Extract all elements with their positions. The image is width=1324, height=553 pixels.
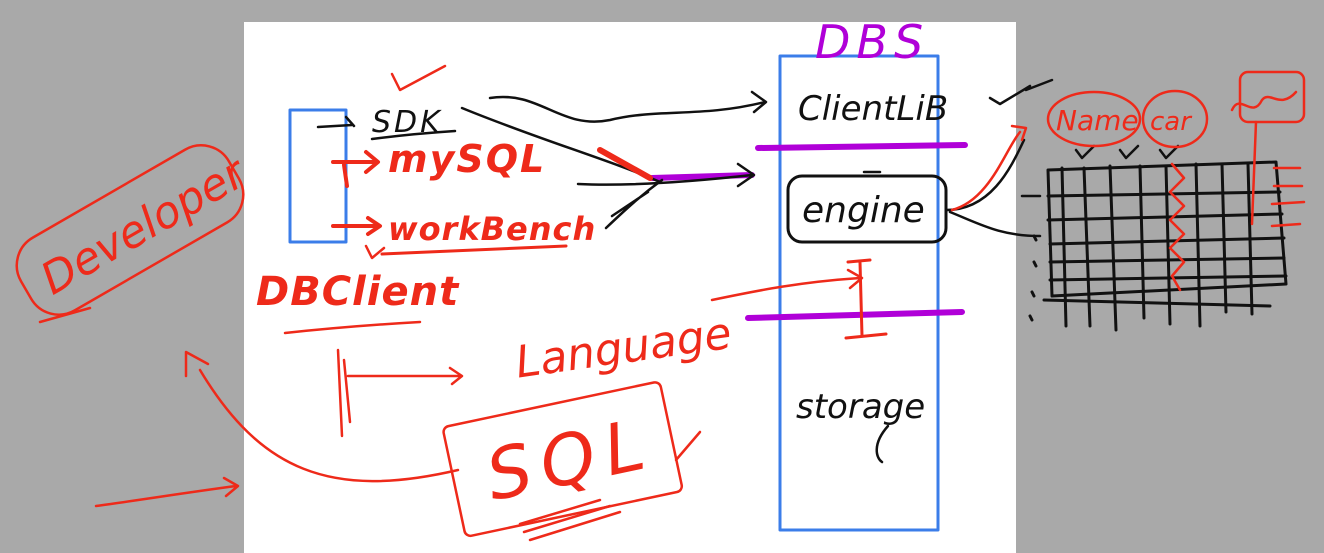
car-column-circle	[1141, 89, 1209, 149]
sdk-dash	[316, 115, 356, 129]
table-column-checks	[1074, 144, 1180, 160]
storage-label: storage	[796, 387, 925, 427]
whiteboard-canvas[interactable]	[244, 22, 1016, 553]
third-column-box	[1238, 70, 1306, 124]
car-column-label: car	[1150, 107, 1193, 137]
third-column-pointer	[1250, 120, 1258, 226]
red-zigzag-column	[1168, 162, 1186, 292]
name-column-label: Name	[1056, 104, 1139, 137]
table-row-dots	[1028, 234, 1038, 322]
mysql-label: mySQL	[388, 137, 546, 181]
stray-red-arrow	[94, 476, 240, 508]
dbclient-label: DBClient	[256, 269, 460, 315]
third-column-scribble	[1230, 90, 1298, 112]
arrow-to-mysql	[331, 150, 380, 188]
clientlib-label: ClientLiB	[798, 89, 948, 129]
purple-arrow-to-engine	[649, 172, 755, 181]
red-check-sdk	[390, 64, 447, 92]
clientlib-check	[988, 78, 1054, 106]
language-bar-arrow	[336, 348, 464, 438]
engine-to-table-connector	[944, 138, 1042, 238]
language-label: Language	[512, 308, 734, 389]
red-i-beam	[844, 258, 888, 340]
workbench-underline	[380, 244, 568, 256]
sql-to-developer-arrow	[184, 350, 460, 483]
dbs-divider-top	[755, 142, 968, 151]
dbs-divider-bottom	[745, 309, 965, 321]
developer-box	[15, 144, 245, 316]
table-grid	[1042, 160, 1288, 332]
workbench-label: workBench	[388, 210, 596, 248]
storage-tail	[875, 424, 890, 464]
mysql-to-engine-line	[576, 162, 756, 188]
red-slash-mysql	[597, 147, 653, 181]
red-check-dbclient	[364, 244, 386, 260]
engine-label: engine	[802, 190, 925, 231]
sql-label: SQL	[479, 402, 661, 517]
sql-side-mark	[674, 430, 702, 462]
sql-scribble	[518, 498, 622, 542]
dbs-box	[778, 54, 940, 532]
dbs-title: DBS	[815, 15, 929, 69]
arrow-to-workbench	[331, 216, 382, 236]
client-tools-box	[288, 108, 348, 244]
dbclient-underline	[283, 320, 422, 335]
sdk-underline	[370, 129, 457, 141]
engine-to-columns-red-arrow	[950, 124, 1028, 212]
sdk-to-clientlib-arrow	[488, 90, 768, 123]
sql-box	[442, 381, 684, 538]
developer-tail-line	[38, 306, 92, 324]
language-to-dbs-arrow	[710, 268, 864, 302]
workbench-to-engine-line	[604, 178, 664, 230]
table-side-rows	[1270, 166, 1306, 228]
name-column-circle	[1046, 90, 1142, 148]
